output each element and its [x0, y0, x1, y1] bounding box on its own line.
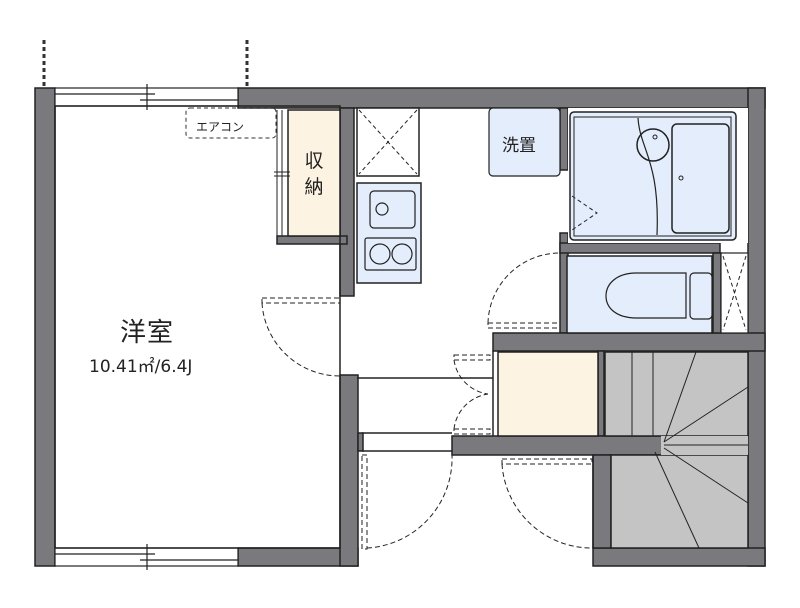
storage-closet	[287, 109, 341, 237]
shoe-cabinet	[497, 351, 599, 437]
air-conditioner-label: エアコン	[196, 120, 245, 134]
air-conditioner-box	[185, 107, 277, 139]
balcony-guides	[42, 40, 249, 86]
laundry-label: 洗置	[502, 136, 536, 156]
toilet-room	[566, 255, 713, 334]
storage-label: 収納	[304, 150, 324, 198]
western-room	[54, 105, 341, 549]
western-room-name: 洋室	[120, 318, 175, 348]
laundry-space	[488, 107, 561, 177]
refrigerator-space	[356, 107, 420, 177]
western-room-area: 10.41㎡/6.4J	[89, 357, 193, 377]
kitchen-counter	[356, 182, 422, 284]
doors	[261, 252, 593, 550]
staircase	[604, 351, 749, 549]
walls	[34, 87, 766, 567]
bathroom	[568, 108, 748, 243]
utility-space	[720, 252, 749, 334]
